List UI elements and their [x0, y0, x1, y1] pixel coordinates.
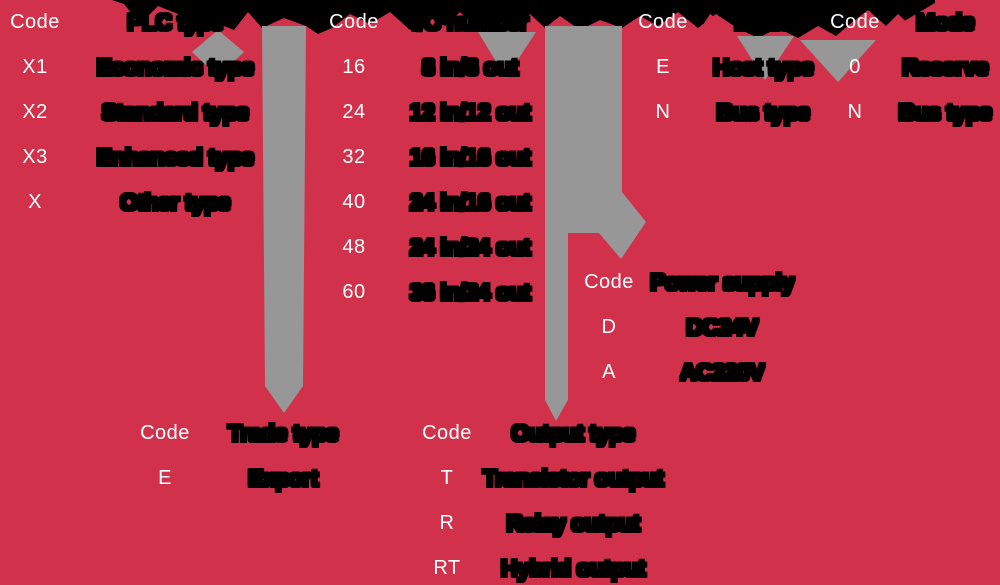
code-header-cell: Code: [422, 422, 472, 444]
code-header-cell: Code: [584, 271, 634, 293]
value-header-cell: Mode: [915, 9, 975, 35]
table-header-row: Code Output type: [412, 411, 664, 456]
code-cell: 24: [342, 101, 366, 123]
table-row: X Other type: [0, 180, 280, 225]
table-header-row: Code I/O number: [319, 0, 551, 45]
code-cell: X1: [22, 56, 48, 78]
value-header-cell: Trade type: [227, 420, 339, 446]
table-row: 60 36 in/24 out: [319, 270, 551, 315]
value-cell: Reserve: [901, 54, 989, 80]
table-header-row: Code Mode: [822, 0, 1000, 45]
value-cell: Transistor output: [482, 465, 664, 491]
value-header-cell: Output type: [511, 420, 635, 446]
table-row: 24 12 in/12 out: [319, 90, 551, 135]
code-cell: A: [602, 361, 616, 383]
value-header-cell: Power supply: [650, 269, 794, 295]
value-cell: 24 in/24 out: [409, 234, 531, 260]
value-cell: Enhanced type: [96, 144, 254, 170]
code-cell: X3: [22, 146, 48, 168]
table-header-row: Code Trade type: [130, 411, 366, 456]
table-row: A AC220V: [574, 350, 800, 395]
value-header-cell: I/O number: [411, 9, 529, 35]
arrow-to-mode-left-table: [737, 36, 794, 80]
code-cell: 0: [849, 56, 861, 78]
code-cell: E: [656, 56, 670, 78]
code-cell: 48: [342, 236, 366, 258]
table-row: 16 8 in/8 out: [319, 45, 551, 90]
code-cell: D: [601, 316, 617, 338]
code-cell: T: [440, 467, 454, 489]
code-cell: N: [655, 101, 671, 123]
arrow-to-io-number-table: [478, 32, 536, 78]
code-cell: E: [158, 467, 172, 489]
code-cell: 16: [342, 56, 366, 78]
value-cell: 12 in/12 out: [409, 99, 531, 125]
value-cell: Bus type: [898, 99, 992, 125]
arrow-to-output-type-and-power-supply-tables: [545, 26, 646, 421]
table-row: 0 Reserve: [822, 45, 1000, 90]
code-header-cell: Code: [329, 11, 379, 33]
value-cell: Standard type: [101, 99, 249, 125]
table-row: X2 Standard type: [0, 90, 280, 135]
table-header-row: Code Power supply: [574, 260, 800, 305]
value-cell: 36 in/24 out: [409, 279, 531, 305]
code-header-cell: Code: [140, 422, 190, 444]
value-cell: 8 in/8 out: [422, 54, 518, 80]
table-row: E Host type: [630, 45, 830, 90]
code-cell: N: [847, 101, 863, 123]
table-row: X3 Enhanced type: [0, 135, 280, 180]
table-row: E Export: [130, 456, 366, 501]
value-cell: Hybrid output: [500, 555, 646, 581]
value-cell: Host type: [712, 54, 814, 80]
code-cell: 60: [342, 281, 366, 303]
value-cell: Bus type: [716, 99, 810, 125]
code-cell: 40: [342, 191, 366, 213]
code-cell: X: [28, 191, 42, 213]
arrow-to-trade-type-table: [262, 26, 306, 413]
table-row: D DC24V: [574, 305, 800, 350]
value-cell: 24 in/16 out: [409, 189, 531, 215]
table-row: RT Hybrid output: [412, 546, 664, 585]
value-cell: Economic type: [96, 54, 254, 80]
code-cell: X2: [22, 101, 48, 123]
arrow-to-plc-type-table: [192, 30, 244, 76]
table-row: N Bus type: [822, 90, 1000, 135]
code-cell: 32: [342, 146, 366, 168]
table-row: 48 24 in/24 out: [319, 225, 551, 270]
code-header-cell: Code: [830, 11, 880, 33]
value-cell: Other type: [119, 189, 231, 215]
value-cell: Export: [248, 465, 318, 491]
value-header-cell: Mode: [733, 9, 793, 35]
code-cell: RT: [433, 557, 461, 579]
table-header-row: Code Mode: [630, 0, 830, 45]
clipped-title-text-artwork: [112, 0, 935, 38]
table-io-number: Code I/O number 16 8 in/8 out 24 12 in/12 out…: [319, 0, 551, 315]
arrow-to-mode-right-table: [800, 40, 876, 82]
title-gap-left: [112, 0, 165, 50]
code-cell: R: [439, 512, 455, 534]
value-cell: Relay output: [506, 510, 640, 536]
value-header-cell: PLC type: [127, 9, 223, 35]
table-header-row: Code PLC type: [0, 0, 280, 45]
value-cell: AC220V: [680, 359, 764, 385]
table-row: T Transistor output: [412, 456, 664, 501]
table-row: X1 Economic type: [0, 45, 280, 90]
code-header-cell: Code: [638, 11, 688, 33]
value-cell: DC24V: [686, 314, 758, 340]
value-cell: 16 in/16 out: [409, 144, 531, 170]
table-row: N Bus type: [630, 90, 830, 135]
table-row: R Relay output: [412, 501, 664, 546]
table-row: 32 16 in/16 out: [319, 135, 551, 180]
title-gap-right: [855, 0, 940, 50]
code-header-cell: Code: [10, 11, 60, 33]
table-row: 40 24 in/16 out: [319, 180, 551, 225]
